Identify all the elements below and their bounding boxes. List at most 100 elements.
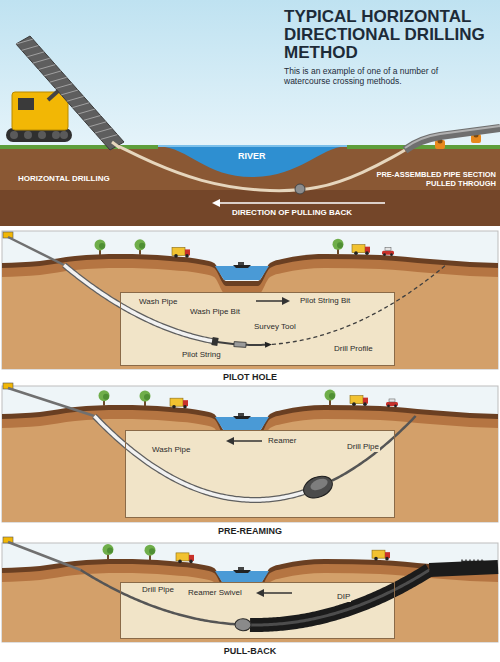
part-label: Drill Pipe — [141, 586, 175, 595]
tree-shade — [329, 393, 335, 399]
boat-cabin — [238, 262, 244, 265]
direction-arrow-head — [226, 437, 234, 445]
truck-wheel — [385, 557, 389, 561]
tree-crown — [333, 239, 344, 250]
survey-tool — [234, 342, 246, 348]
ductile-iron-pipe — [250, 570, 429, 625]
drill-rod — [112, 142, 120, 148]
track-wheel — [60, 131, 68, 139]
soil-layer — [2, 268, 498, 369]
direction-arrow — [256, 300, 284, 302]
truck-box — [176, 553, 189, 561]
earth — [0, 146, 500, 226]
part-label: Wash Pipe — [138, 298, 178, 307]
car-cabin — [389, 399, 395, 402]
part-label: Survey Tool — [253, 323, 297, 332]
swivel-body — [235, 618, 252, 631]
track-wheel — [38, 131, 46, 139]
ductile-iron-pipe — [429, 567, 498, 570]
inset-box: Wash Pipe ReamerDrill Pipe — [125, 430, 395, 518]
boat-hull — [233, 570, 251, 573]
rig-rod — [8, 237, 64, 265]
process-label: HORIZONTAL DRILLING — [18, 174, 110, 183]
part-label: Reamer — [267, 437, 297, 446]
car-wheel — [387, 405, 390, 408]
stage-panel — [2, 537, 498, 662]
truck-wheel — [178, 560, 182, 564]
tree-shade — [337, 242, 343, 248]
truck-wheel — [365, 251, 369, 255]
part-label: Drill Pipe — [346, 443, 380, 452]
tree-shade — [99, 243, 105, 249]
boat-cabin — [238, 567, 244, 570]
boat-hull — [233, 265, 251, 268]
truck-box — [350, 396, 363, 404]
reamer-sheen — [309, 476, 329, 492]
inset-ground — [120, 292, 395, 366]
truck-wheel — [189, 560, 193, 564]
truck-wheel — [374, 557, 378, 561]
inset-box: Wash PipeWash Pipe BitSurvey ToolPilot S… — [120, 292, 395, 366]
river — [158, 146, 347, 177]
tree-crown — [140, 391, 151, 402]
truck-box — [172, 247, 185, 255]
reamer-swivel — [235, 618, 252, 631]
rig-grille — [18, 98, 34, 110]
sky — [0, 0, 500, 150]
wash-pipe-bit — [211, 337, 218, 346]
car-wheel — [394, 405, 397, 408]
car-wheel — [390, 253, 393, 256]
direction-arrow — [232, 440, 262, 442]
rig-rod — [8, 388, 94, 416]
title-text: TYPICAL HORIZONTAL DIRECTIONAL DRILLING … — [284, 8, 489, 62]
part-label: Pilot String Bit — [299, 297, 351, 306]
truck-wheel — [363, 402, 367, 406]
truck-box — [170, 398, 183, 406]
step-caption: PILOT HOLE — [223, 372, 277, 382]
truck-wheel — [174, 254, 178, 258]
truck-wheel — [185, 254, 189, 258]
part-label: Pilot String — [181, 351, 222, 360]
river-water — [215, 417, 269, 431]
tool-body — [234, 342, 246, 348]
river-water — [215, 266, 269, 280]
ground — [2, 405, 498, 522]
pull-direction-arrow-head — [212, 199, 220, 207]
bit-tip — [265, 341, 272, 347]
rig-rod — [8, 542, 81, 570]
track-wheel — [24, 131, 32, 139]
truck-wheel — [172, 405, 176, 409]
truck-wheel — [352, 402, 356, 406]
pipe-sheen — [405, 126, 500, 148]
direction-arrow-head — [282, 297, 290, 305]
truck-wheel — [354, 251, 358, 255]
tree-crown — [135, 239, 146, 250]
mast-lattice — [16, 39, 117, 139]
tree-crown — [103, 544, 114, 555]
tree-crown — [145, 545, 156, 556]
deep-earth — [0, 190, 500, 226]
stage-panel — [2, 383, 498, 566]
drill-path — [118, 146, 405, 191]
part-label: Drill Profile — [333, 345, 374, 354]
truck-wheel — [183, 405, 187, 409]
drill-pipe — [332, 416, 416, 481]
direction-label: DIRECTION OF PULLING BACK — [232, 208, 352, 217]
river-surface — [158, 145, 347, 147]
soil-layer — [2, 419, 498, 522]
direction-arrow-head — [256, 589, 264, 597]
tree-shade — [144, 394, 150, 400]
tree-shade — [149, 548, 155, 554]
part-label: Wash Pipe — [151, 446, 191, 455]
pull-direction-arrow — [218, 202, 385, 204]
pulling-head — [295, 184, 305, 194]
step-caption: PRE-REAMING — [218, 526, 282, 536]
boat-cabin — [238, 413, 244, 416]
boat-hull — [233, 416, 251, 419]
reamer — [300, 472, 335, 502]
track-wheel — [10, 131, 18, 139]
step-caption: PULL-BACK — [224, 646, 277, 656]
truck-box — [372, 550, 385, 558]
